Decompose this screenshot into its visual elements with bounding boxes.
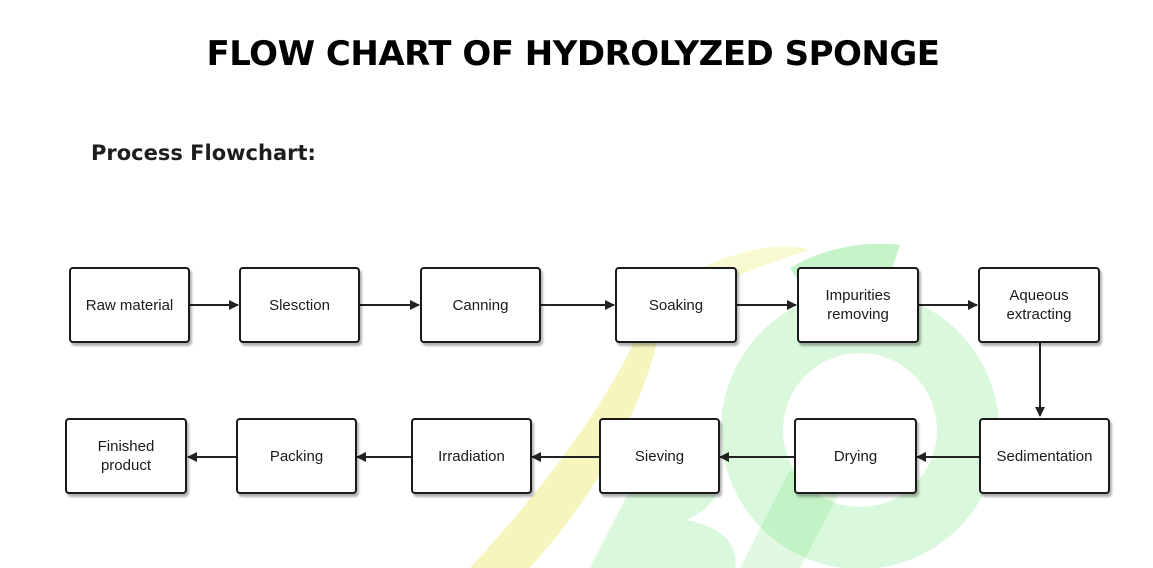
page-title: FLOW CHART OF HYDROLYZED SPONGE: [206, 34, 941, 74]
step-drying: Drying: [794, 418, 917, 494]
step-finished-product: Finished product: [65, 418, 187, 494]
step-irradiation: Irradiation: [411, 418, 532, 494]
section-heading: Process Flowchart:: [91, 141, 316, 165]
step-slesction: Slesction: [239, 267, 360, 343]
step-packing: Packing: [236, 418, 357, 494]
step-aqueous-extracting: Aqueous extracting: [978, 267, 1100, 343]
step-canning: Canning: [420, 267, 541, 343]
step-sieving: Sieving: [599, 418, 720, 494]
step-soaking: Soaking: [615, 267, 737, 343]
step-raw-material: Raw material: [69, 267, 190, 343]
step-sedimentation: Sedimentation: [979, 418, 1110, 494]
step-impurities-removing: Impurities removing: [797, 267, 919, 343]
